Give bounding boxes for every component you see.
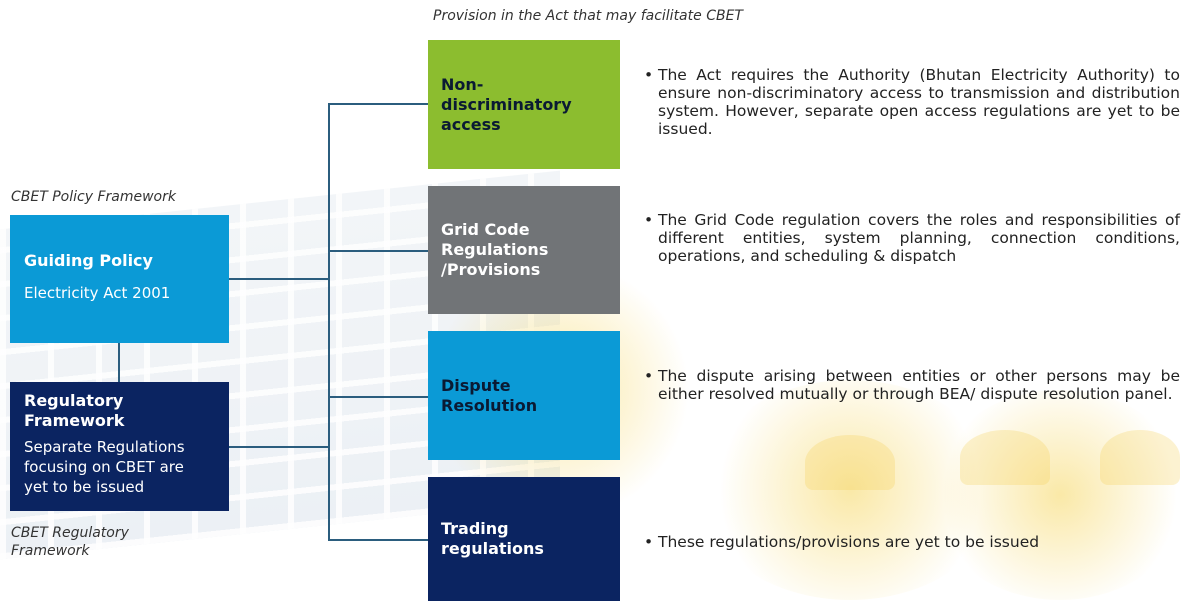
lightbulb-graphic — [960, 430, 1050, 485]
provision-description-3: • The dispute arising between entities o… — [644, 367, 1180, 403]
description-text: The Grid Code regulation covers the role… — [658, 211, 1180, 265]
regulatory-framework-box: Regulatory Framework Separate Regulation… — [10, 382, 229, 511]
sun-glow — [700, 380, 1000, 600]
policy-framework-caption: CBET Policy Framework — [11, 189, 176, 205]
guiding-policy-subtitle: Electricity Act 2001 — [24, 284, 171, 302]
connector-line — [328, 103, 330, 540]
guiding-policy-title: Guiding Policy — [24, 251, 153, 270]
bullet-icon: • — [644, 367, 654, 385]
provision-label: Dispute Resolution — [441, 375, 538, 415]
provision-description-2: • The Grid Code regulation covers the ro… — [644, 211, 1180, 265]
provision-box-trading-regulations: Trading regulations — [428, 477, 620, 601]
lightbulb-graphic — [805, 435, 895, 490]
connector-line — [229, 278, 329, 280]
provision-box-dispute-resolution: Dispute Resolution — [428, 331, 620, 460]
description-text: These regulations/provisions are yet to … — [658, 533, 1040, 551]
sun-glow — [930, 390, 1190, 600]
provision-label: Grid Code Regulations /Provisions — [441, 220, 549, 279]
description-text: The dispute arising between entities or … — [658, 367, 1180, 403]
connector-line — [118, 343, 120, 382]
provision-description-1: • The Act requires the Authority (Bhutan… — [644, 66, 1180, 138]
bullet-icon: • — [644, 211, 654, 229]
guiding-policy-box: Guiding Policy Electricity Act 2001 — [10, 215, 229, 343]
bullet-icon: • — [644, 66, 654, 84]
regulatory-framework-caption: CBET Regulatory Framework — [11, 525, 129, 559]
connector-line — [328, 250, 428, 252]
bullet-icon: • — [644, 533, 654, 551]
provision-label: Non-discriminatory access — [441, 74, 572, 134]
regulatory-framework-subtitle: Separate Regulations focusing on CBET ar… — [24, 438, 185, 496]
provision-box-non-discriminatory-access: Non-discriminatory access — [428, 40, 620, 169]
regulatory-framework-title: Regulatory Framework — [24, 391, 125, 430]
provision-label: Trading regulations — [441, 519, 544, 558]
description-text: The Act requires the Authority (Bhutan E… — [658, 66, 1180, 138]
connector-line — [328, 539, 428, 541]
provision-description-4: • These regulations/provisions are yet t… — [644, 533, 1180, 551]
connector-line — [328, 396, 428, 398]
lightbulb-graphic — [1100, 430, 1180, 485]
connector-line — [328, 103, 428, 105]
connector-line — [229, 446, 329, 448]
provision-title: Provision in the Act that may facilitate… — [433, 8, 743, 24]
provision-box-grid-code: Grid Code Regulations /Provisions — [428, 186, 620, 314]
